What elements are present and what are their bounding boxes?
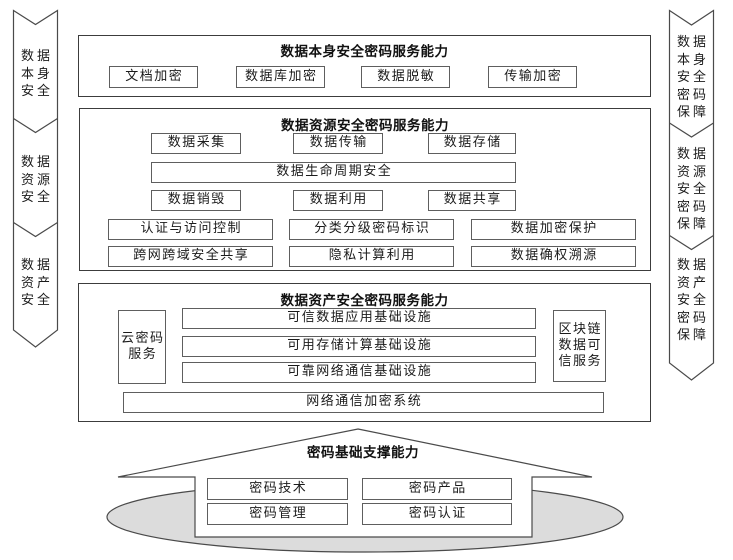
section-data-asset-security: 数据资产安全密码服务能力 云密码服务 可信数据应用基础设施 可用存储计算基础设施… (78, 283, 651, 422)
foundation-box-crypto-certification: 密码认证 (362, 503, 512, 525)
flow-box-data-transmission: 数据传输 (293, 133, 383, 154)
foundation-box-crypto-technology: 密码技术 (207, 478, 348, 500)
foundation-box-crypto-management: 密码管理 (207, 503, 348, 525)
capability-box-rights-traceability: 数据确权溯源 (471, 246, 636, 267)
capability-box-classification-marking: 分类分级密码标识 (289, 219, 454, 240)
section-data-self-security: 数据本身安全密码服务能力 文档加密 数据库加密 数据脱敏 传输加密 (78, 35, 651, 97)
item-box-document-encryption: 文档加密 (109, 66, 198, 88)
flow-box-data-sharing: 数据共享 (428, 190, 516, 211)
flow-box-data-collection: 数据采集 (151, 133, 241, 154)
left-banner-label-data-asset: 数据 资产 安全 (20, 258, 53, 308)
section-title: 数据资源安全密码服务能力 (281, 118, 449, 134)
right-banner-label-self-assurance: 数据 本身 安全 密码 保障 (676, 35, 709, 120)
network-encryption-system-box: 网络通信加密系统 (123, 392, 604, 413)
flow-box-data-storage: 数据存储 (428, 133, 516, 154)
section-title: 数据资产安全密码服务能力 (280, 293, 449, 309)
item-box-data-masking: 数据脱敏 (361, 66, 450, 88)
right-banner-divider-icon (669, 122, 714, 138)
lifecycle-label-box: 数据生命周期安全 (151, 162, 516, 183)
section-data-resource-security: 数据资源安全密码服务能力 数据采集 数据传输 数据存储 数据生命周期安全 数据销… (79, 108, 651, 271)
capability-box-data-encryption-protection: 数据加密保护 (471, 219, 636, 240)
right-banner-label-resource-assurance: 数据 资源 安全 密码 保障 (676, 147, 709, 232)
infrastructure-box-storage-compute: 可用存储计算基础设施 (182, 336, 536, 357)
right-banner-divider-icon (669, 234, 714, 251)
left-banner-divider-icon (13, 221, 58, 238)
foundation-box-crypto-products: 密码产品 (362, 478, 512, 500)
left-banner-label-data-resource: 数据 资源 安全 (20, 155, 53, 205)
right-banner-label-asset-assurance: 数据 资产 安全 密码 保障 (676, 258, 709, 343)
blockchain-trusted-service-box: 区块链数据可信服务 (553, 310, 606, 382)
flow-box-data-destruction: 数据销毁 (151, 190, 241, 211)
infrastructure-box-trusted-data-app: 可信数据应用基础设施 (182, 308, 536, 329)
capability-box-private-computation: 隐私计算利用 (289, 246, 454, 267)
item-box-transport-encryption: 传输加密 (488, 66, 577, 88)
capability-box-cross-domain-sharing: 跨网跨域安全共享 (108, 246, 273, 267)
infrastructure-box-network-comms: 可靠网络通信基础设施 (182, 362, 536, 383)
flow-box-data-usage: 数据利用 (293, 190, 383, 211)
left-banner-shape (12, 9, 59, 348)
cloud-crypto-service-box: 云密码服务 (118, 310, 166, 384)
item-box-database-encryption: 数据库加密 (236, 66, 325, 88)
foundation-title: 密码基础支撑能力 (307, 445, 419, 461)
left-banner-label-data-self: 数据 本身 安全 (20, 49, 53, 99)
right-banner-shape (668, 9, 715, 381)
capability-box-auth-access-control: 认证与访问控制 (108, 219, 273, 240)
left-banner-divider-icon (13, 117, 58, 134)
section-title: 数据本身安全密码服务能力 (280, 44, 449, 60)
